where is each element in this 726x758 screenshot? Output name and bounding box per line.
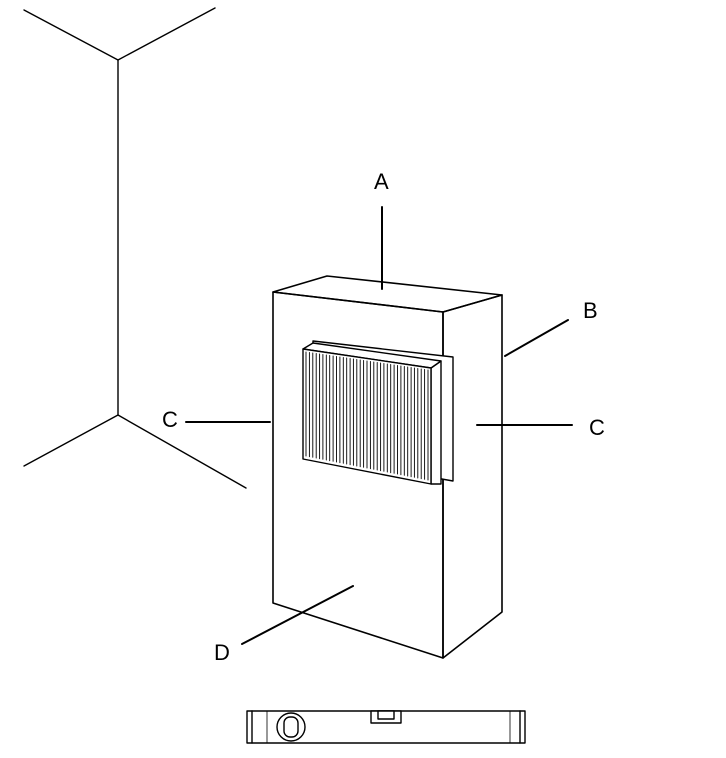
label-b: B: [583, 298, 598, 323]
air-conditioner-unit: [302, 340, 454, 485]
label-a: A: [374, 169, 389, 194]
label-c-right: C: [589, 415, 605, 440]
cabinet: [272, 275, 503, 659]
leader-line-b: [504, 319, 569, 357]
cabinet-top-face: [272, 275, 503, 313]
label-d: D: [214, 640, 230, 665]
spirit-level-icon: [246, 710, 526, 744]
ac-side: [430, 360, 442, 485]
ac-grille: [305, 351, 429, 481]
leader-line-d: [241, 585, 354, 645]
label-c-left: C: [162, 407, 178, 432]
cabinet-side-face: [442, 294, 503, 659]
room-corner: [23, 7, 247, 489]
